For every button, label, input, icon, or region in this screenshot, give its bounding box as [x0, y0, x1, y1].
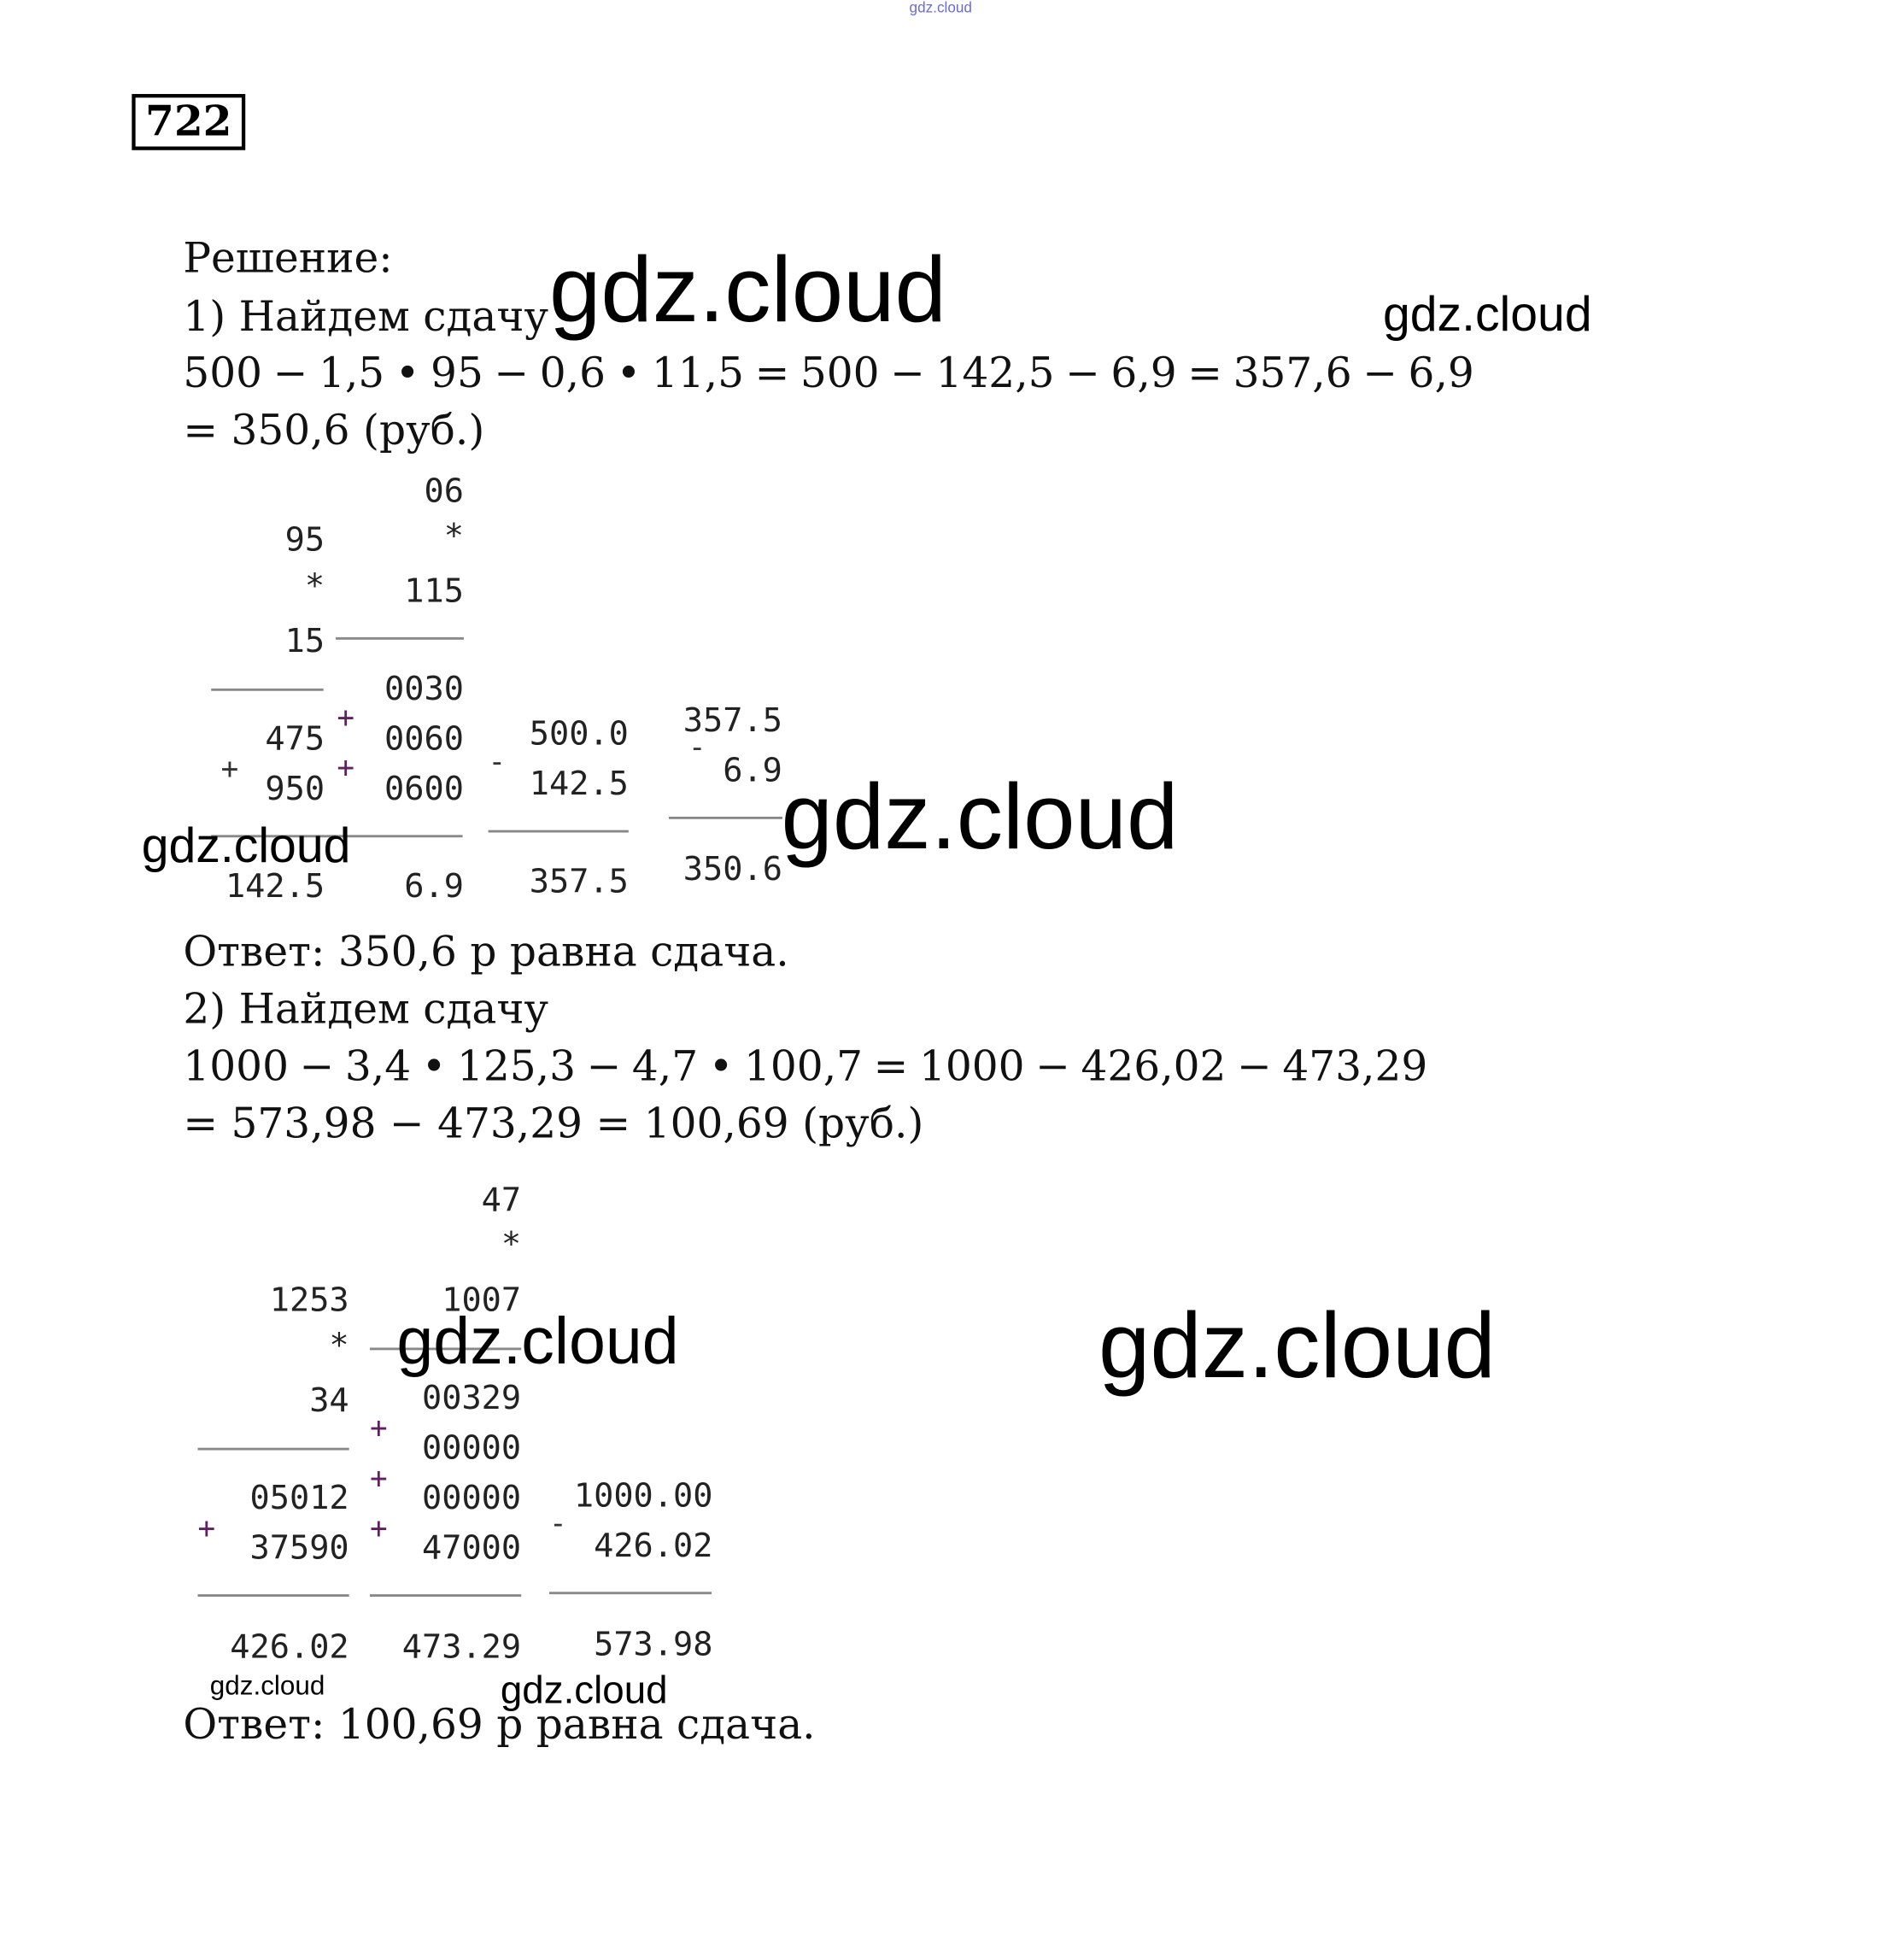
- divider-line: [669, 816, 782, 819]
- watermark: gdz.cloud: [1382, 288, 1592, 343]
- part1-answer: Ответ: 350,6 р равна сдача.: [183, 927, 789, 977]
- operator: *: [501, 1225, 522, 1264]
- plus-sign: +: [220, 752, 239, 787]
- divider-line: [335, 636, 464, 640]
- divider-line: [369, 1347, 522, 1351]
- watermark: gdz.cloud: [500, 1667, 668, 1712]
- watermark: gdz.cloud: [1098, 1293, 1496, 1398]
- operand: 1253: [269, 1281, 349, 1320]
- minus-sign: -: [549, 1506, 567, 1541]
- part1-equation-line1: 500 − 1,5 • 95 − 0,6 • 11,5 = 500 − 142,…: [183, 349, 1474, 398]
- part2-equation-line1: 1000 − 3,4 • 125,3 − 4,7 • 100,7 = 1000 …: [183, 1042, 1428, 1092]
- watermark: gdz.cloud: [781, 765, 1179, 870]
- partial-product: 0600: [384, 770, 464, 808]
- result: 6.9: [404, 867, 464, 906]
- operand: 1007: [442, 1281, 522, 1320]
- operand: 426.02: [594, 1527, 713, 1565]
- operand: 357.5: [683, 701, 782, 740]
- result: 357.5: [529, 863, 629, 901]
- divider-line: [197, 1594, 349, 1598]
- watermark: gdz.cloud: [909, 0, 972, 16]
- divider-line: [211, 835, 463, 838]
- partial-product: 0030: [384, 670, 464, 708]
- minus-sign: -: [688, 730, 706, 765]
- operand: 15: [284, 622, 325, 661]
- problem-number: 722: [132, 94, 246, 150]
- divider-line: [197, 1447, 349, 1451]
- result: 350.6: [683, 850, 782, 889]
- minus-sign: -: [488, 744, 507, 779]
- result: 573.98: [594, 1626, 713, 1664]
- watermark: gdz.cloud: [209, 1669, 325, 1701]
- divider-line: [488, 830, 629, 833]
- partial-product: 950: [265, 770, 325, 808]
- result: 426.02: [230, 1628, 349, 1667]
- result: 142.5: [225, 867, 325, 906]
- plus-sign: +: [369, 1461, 388, 1496]
- operand: 6.9: [723, 752, 782, 790]
- watermark: gdz.cloud: [549, 237, 946, 343]
- divider-line: [549, 1592, 712, 1595]
- operand: 06: [424, 472, 464, 511]
- operand: 142.5: [529, 765, 629, 804]
- operand: 115: [404, 572, 464, 611]
- operator: *: [443, 517, 464, 556]
- plus-sign: +: [337, 701, 355, 736]
- operand: 34: [309, 1381, 349, 1420]
- plus-sign: +: [337, 750, 355, 785]
- partial-product: 00000: [421, 1429, 522, 1468]
- solution-label: Решение:: [183, 234, 393, 284]
- part2-answer: Ответ: 100,69 р равна сдача.: [183, 1700, 816, 1750]
- watermark: gdz.cloud: [396, 1305, 679, 1379]
- partial-product: 00329: [421, 1379, 522, 1417]
- operator: *: [329, 1327, 349, 1365]
- partial-product: 00000: [421, 1479, 522, 1518]
- partial-product: 475: [265, 720, 325, 759]
- partial-product: 05012: [249, 1479, 349, 1518]
- part2-heading: 2) Найдем сдачу: [183, 985, 549, 1035]
- result: 473.29: [401, 1628, 522, 1667]
- divider-line: [211, 688, 324, 691]
- part1-equation-line2: = 350,6 (руб.): [183, 406, 485, 455]
- operand: 95: [284, 521, 325, 560]
- plus-sign: +: [369, 1510, 388, 1545]
- part2-equation-line2: = 573,98 − 473,29 = 100,69 (руб.): [183, 1099, 924, 1149]
- part1-heading: 1) Найдем сдачу: [183, 292, 549, 343]
- operand: 500.0: [529, 715, 629, 753]
- partial-product: 0060: [384, 720, 464, 759]
- operand: 47: [481, 1182, 522, 1220]
- partial-product: 37590: [249, 1529, 349, 1568]
- watermark: gdz.cloud: [141, 818, 351, 873]
- plus-sign: +: [197, 1510, 216, 1545]
- operand: 1000.00: [573, 1476, 713, 1516]
- operator: *: [304, 567, 325, 606]
- partial-product: 47000: [421, 1529, 522, 1568]
- divider-line: [369, 1594, 522, 1598]
- plus-sign: +: [369, 1410, 388, 1445]
